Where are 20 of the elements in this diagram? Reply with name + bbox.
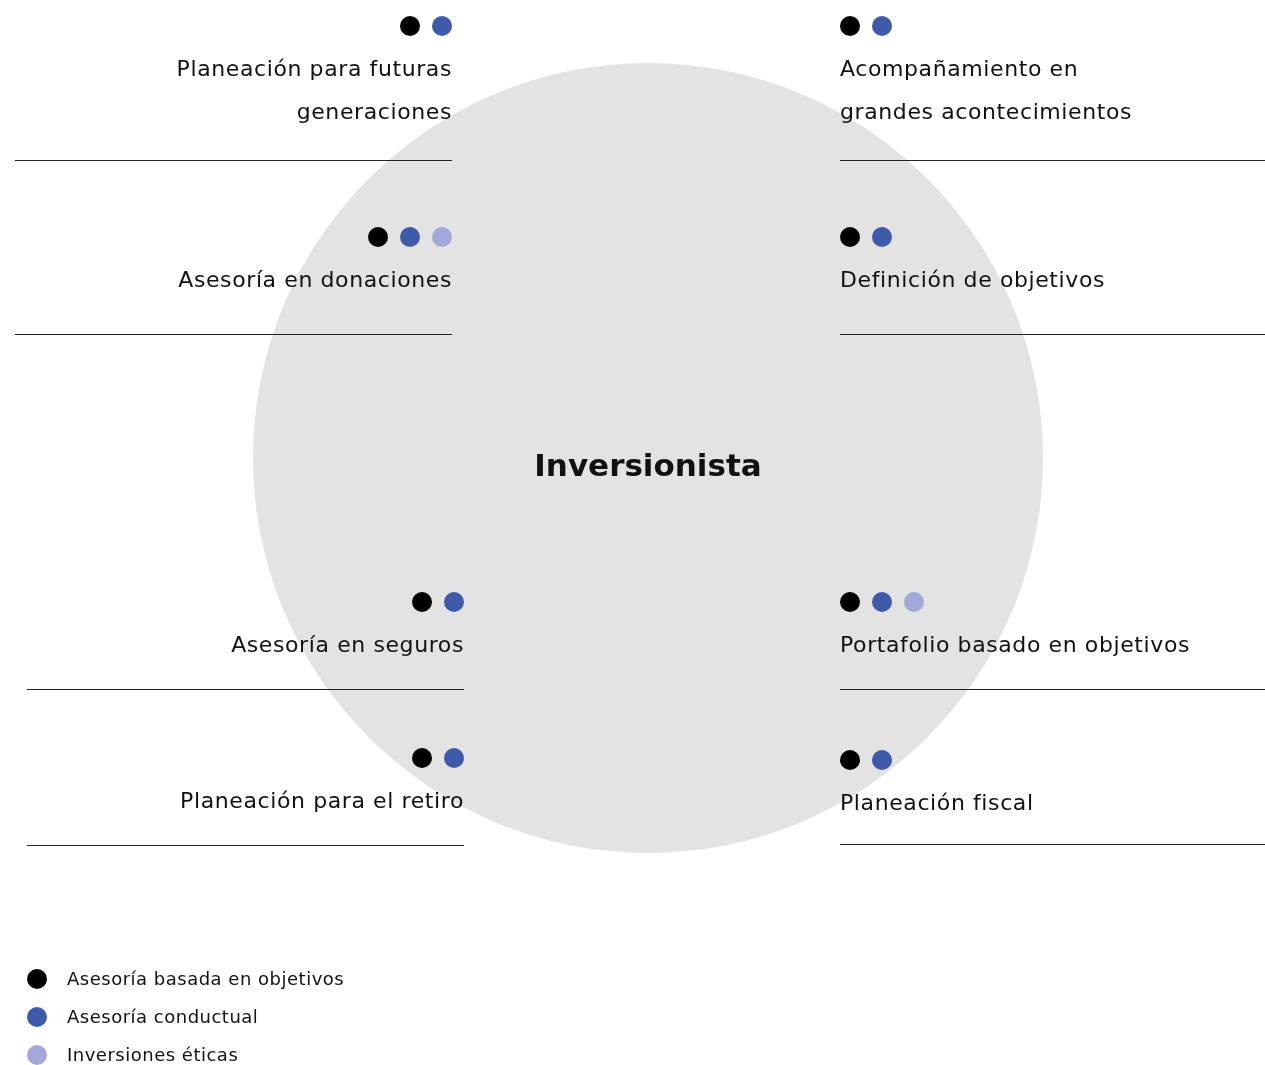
service-label: Planeación fiscal [840,789,1034,817]
service-label: Planeación para futuras generaciones [175,55,452,126]
service-item [15,227,452,335]
legend-label: Inversiones éticas [67,1044,239,1065]
legend-label: Asesoría basada en objetivos [67,968,345,989]
service-label: Portafolio basado en objetivos [840,631,1190,659]
service-item [840,750,1265,845]
service-item [840,16,1265,161]
service-item [15,16,452,161]
service-item [840,227,1265,335]
service-label: Definición de objetivos [840,266,1106,294]
service-label: Asesoría en seguros [231,631,464,659]
service-label: Acompañamiento en grandes acontecimientos [840,55,1134,126]
service-label: Planeación para el retiro [180,787,464,815]
legend-label: Asesoría conductual [67,1006,259,1027]
service-item [840,592,1265,690]
service-item [27,748,464,846]
service-item [27,592,464,690]
center-label: Inversionista [534,447,762,483]
service-label: Asesoría en donaciones [178,266,452,294]
